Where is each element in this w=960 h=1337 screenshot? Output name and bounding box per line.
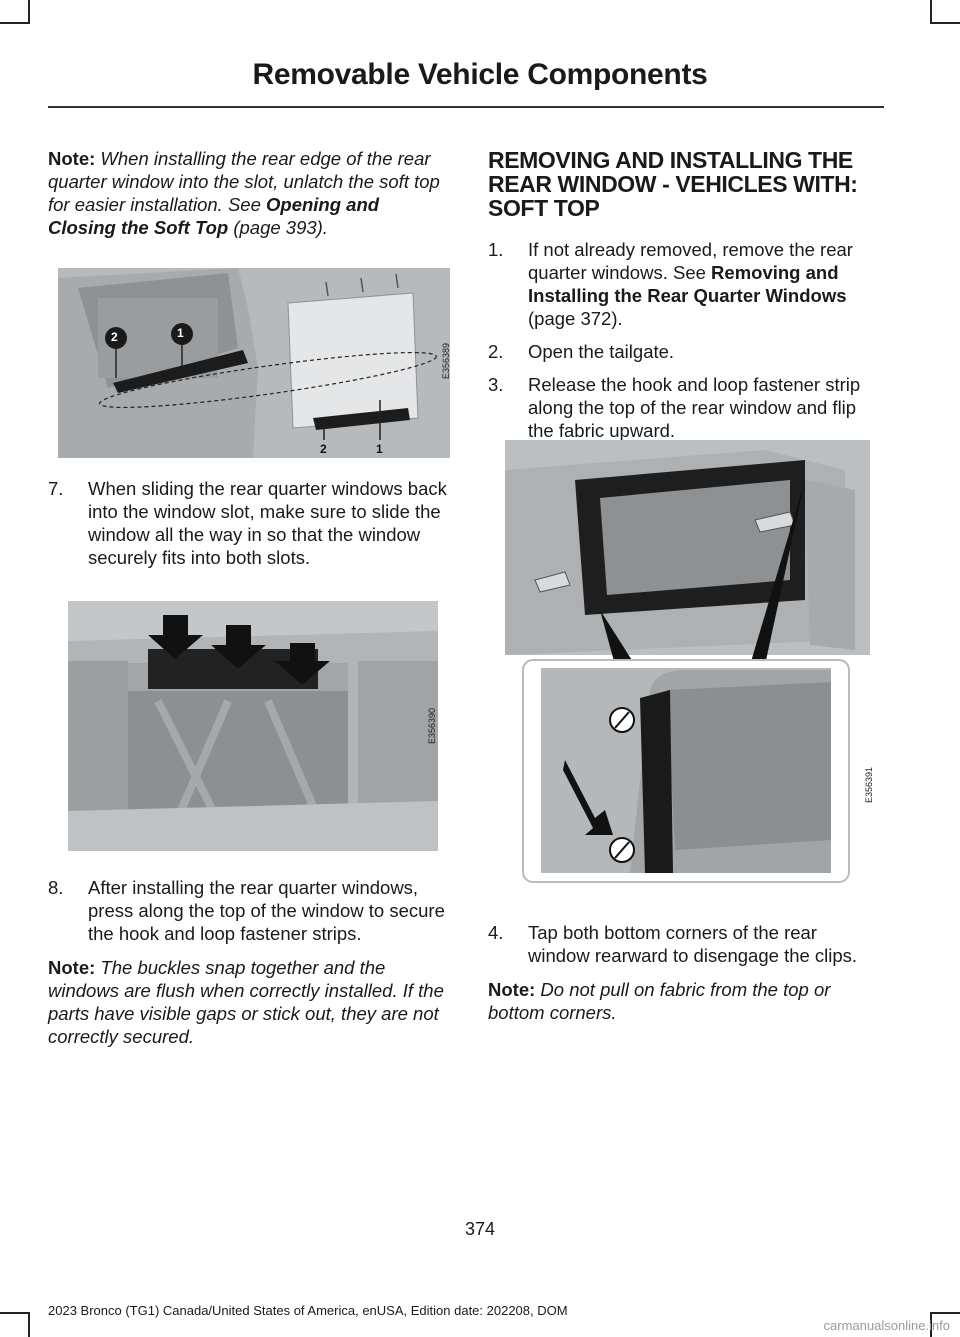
step-3: 3. Release the hook and loop fastener st… (488, 373, 880, 442)
step-number: 8. (48, 877, 64, 898)
figure-code: E356390 (426, 707, 437, 745)
step-7: 7. When sliding the rear quarter windows… (48, 477, 448, 569)
step-2: 2. Open the tailgate. (488, 340, 880, 363)
header-divider (48, 106, 884, 108)
callout-1: 1 (376, 442, 383, 456)
watermark: carmanualsonline.info (823, 1318, 950, 1333)
left-column-step7: 7. When sliding the rear quarter windows… (48, 477, 448, 569)
crop-mark (930, 0, 932, 22)
step-number: 7. (48, 478, 64, 499)
step-text: Release the hook and loop fastener strip… (528, 374, 861, 441)
callout-1: 1 (177, 326, 184, 340)
crop-mark (28, 0, 30, 22)
figure-illustration (68, 601, 438, 851)
step-number: 2. (488, 341, 504, 362)
step-text: When sliding the rear quarter windows ba… (88, 478, 447, 568)
step-4: 4. Tap both bottom corners of the rear w… (488, 921, 880, 967)
note-text: When installing the rear edge of the rea… (48, 148, 440, 215)
figure-code: E356389 (440, 342, 450, 380)
step-text: Tap both bottom corners of the rear wind… (528, 922, 858, 966)
footer-edition: 2023 Bronco (TG1) Canada/United States o… (48, 1303, 568, 1318)
left-column-step8: 8. After installing the rear quarter win… (48, 876, 448, 1048)
cross-reference-link[interactable]: Opening and Closing the Soft Top (48, 194, 380, 238)
note-buckles: Note: The buckles snap together and the … (48, 956, 448, 1048)
step-number: 3. (488, 374, 504, 395)
figure-press-window-top: E356390 (68, 601, 438, 851)
cross-reference-link[interactable]: Removing and Installing the Rear Quarter… (528, 262, 847, 306)
page-title: Removable Vehicle Components (252, 58, 708, 91)
callout-2: 2 (320, 442, 327, 456)
page-number: 374 (464, 1219, 496, 1239)
crop-mark (0, 22, 30, 24)
figure-rear-window-release: E356391 (505, 440, 875, 885)
figure-illustration (505, 440, 870, 883)
right-column: REMOVING AND INSTALLING THE REAR WINDOW … (488, 148, 880, 442)
note-text: Do not pull on fabric from the top or bo… (488, 979, 831, 1023)
note-label: Note: (488, 979, 536, 1000)
figure-rear-quarter-window-slot: 2 1 2 1 E356389 (58, 268, 450, 458)
step-text: After installing the rear quarter window… (88, 877, 445, 944)
step-number: 4. (488, 922, 504, 943)
step-text: If not already removed, remove the rear … (528, 239, 853, 283)
crop-mark (0, 1312, 30, 1314)
step-8: 8. After installing the rear quarter win… (48, 876, 448, 945)
callout-2: 2 (111, 330, 118, 344)
step-number: 1. (488, 239, 504, 260)
note-do-not-pull: Note: Do not pull on fabric from the top… (488, 978, 880, 1024)
step-1: 1. If not already removed, remove the re… (488, 238, 880, 330)
page-reference: (page 393). (233, 217, 328, 238)
page-reference: (page 372). (528, 308, 623, 329)
note-label: Note: (48, 957, 96, 978)
note-soft-top-unlatch: Note: When installing the rear edge of t… (48, 147, 448, 239)
figure-illustration (58, 268, 450, 458)
crop-mark (930, 1312, 960, 1314)
crop-mark (930, 1314, 932, 1337)
figure-code: E356391 (863, 766, 874, 804)
note-label: Note: (48, 148, 96, 169)
crop-mark (930, 22, 960, 24)
left-column: Note: When installing the rear edge of t… (48, 147, 448, 239)
crop-mark (28, 1314, 30, 1337)
step-text: Open the tailgate. (528, 341, 675, 362)
section-heading: REMOVING AND INSTALLING THE REAR WINDOW … (488, 147, 858, 221)
right-column-step4: 4. Tap both bottom corners of the rear w… (488, 921, 880, 1024)
note-text: The buckles snap together and the window… (48, 957, 444, 1047)
